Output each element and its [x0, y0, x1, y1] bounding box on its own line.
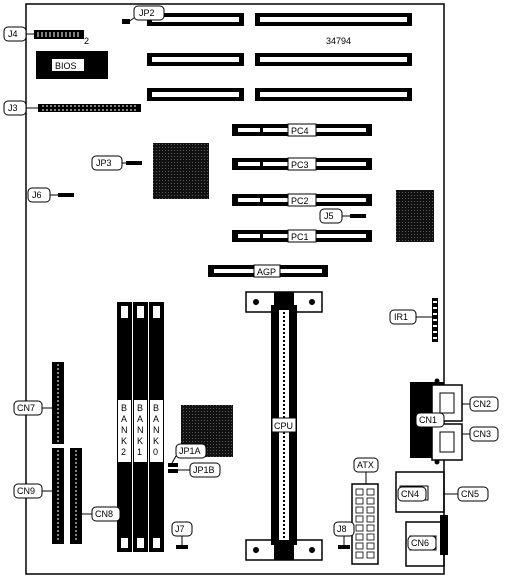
- jp2-jumper: [122, 19, 130, 24]
- svg-text:K: K: [137, 436, 143, 446]
- callout-j5: J5: [319, 208, 350, 224]
- callout-j3: J3: [3, 100, 38, 116]
- svg-text:CN9: CN9: [17, 486, 35, 496]
- board-outline: [25, 3, 445, 575]
- jp3-header: [126, 161, 142, 165]
- svg-text:A: A: [137, 414, 143, 424]
- svg-text:J4: J4: [8, 29, 18, 39]
- cn7-header: [52, 362, 64, 444]
- svg-text:J7: J7: [175, 524, 185, 534]
- callout-cn4: CN4: [397, 486, 427, 502]
- bank-1-label: B A N K 1: [137, 403, 144, 457]
- callout-cn2: CN2: [462, 396, 499, 412]
- svg-text:J8: J8: [337, 524, 347, 534]
- svg-text:2: 2: [121, 447, 126, 457]
- svg-text:K: K: [153, 436, 159, 446]
- callout-j4: J4: [3, 26, 34, 42]
- isa-slots: [147, 13, 412, 101]
- j3-connector: [38, 104, 141, 112]
- pci-slots: [232, 123, 372, 243]
- svg-text:N: N: [153, 425, 160, 435]
- svg-text:IR1: IR1: [394, 312, 408, 322]
- svg-text:JP3: JP3: [96, 158, 112, 168]
- svg-text:CN3: CN3: [473, 429, 491, 439]
- bank-0-label: B A N K 0: [153, 403, 160, 457]
- svg-text:CN1: CN1: [419, 415, 437, 425]
- svg-text:B: B: [153, 403, 159, 413]
- svg-text:J3: J3: [8, 103, 18, 113]
- svg-text:K: K: [121, 436, 127, 446]
- svg-text:CN2: CN2: [473, 399, 491, 409]
- cn4-port: [395, 471, 445, 513]
- callout-cn8: CN8: [82, 506, 121, 522]
- svg-text:N: N: [137, 425, 144, 435]
- cpu-label: CPU: [274, 421, 293, 431]
- svg-text:J6: J6: [32, 190, 42, 200]
- callout-cn1: CN1: [415, 412, 445, 428]
- callout-cn6: CN6: [407, 535, 437, 551]
- svg-text:CN7: CN7: [17, 403, 35, 413]
- svg-text:J5: J5: [324, 211, 334, 221]
- callout-j8: J8: [333, 521, 355, 545]
- callout-jp2: JP2: [127, 5, 165, 23]
- svg-text:A: A: [121, 414, 127, 424]
- callout-cn7: CN7: [13, 400, 52, 416]
- callout-ir1: IR1: [389, 309, 432, 325]
- j4-connector: [34, 30, 84, 39]
- svg-text:CN8: CN8: [95, 509, 113, 519]
- svg-text:JP1B: JP1B: [193, 465, 215, 475]
- dimm-banks: [117, 302, 164, 552]
- svg-text:1: 1: [137, 447, 142, 457]
- svg-text:CN5: CN5: [461, 489, 479, 499]
- callout-cn3: CN3: [462, 426, 499, 442]
- callout-jp3: JP3: [91, 155, 126, 171]
- bank-2-label: B A N K 2: [121, 403, 128, 457]
- pc2-label: PC2: [291, 196, 309, 206]
- pc3-label: PC3: [291, 160, 309, 170]
- chipset-north: [153, 143, 209, 199]
- j7-header: [176, 545, 188, 549]
- cpu-slot: [245, 291, 323, 561]
- j6-header: [58, 193, 74, 197]
- svg-text:JP1A: JP1A: [179, 446, 201, 456]
- svg-text:JP2: JP2: [139, 8, 155, 18]
- callout-cn5: CN5: [444, 486, 489, 502]
- jp1b-jumper: [168, 469, 178, 473]
- svg-text:A: A: [153, 414, 159, 424]
- svg-text:B: B: [137, 403, 143, 413]
- callout-j6: J6: [27, 187, 58, 203]
- svg-text:ATX: ATX: [357, 460, 374, 470]
- svg-text:N: N: [121, 425, 128, 435]
- j5-header: [350, 214, 366, 218]
- callout-cn9: CN9: [13, 483, 52, 499]
- bios-label: BIOS: [55, 61, 77, 71]
- chipset-secondary: [396, 190, 434, 242]
- part-number: 34794: [326, 36, 351, 46]
- callout-jp1b: JP1B: [178, 462, 221, 478]
- j4-pin-mark: 2: [84, 36, 89, 46]
- svg-text:CN6: CN6: [411, 538, 429, 548]
- svg-text:B: B: [121, 403, 127, 413]
- pc4-label: PC4: [291, 126, 309, 136]
- jp1a-jumper: [168, 463, 178, 467]
- callout-atx: ATX: [353, 457, 379, 484]
- callout-jp1a: JP1A: [171, 443, 207, 464]
- j8-header: [338, 545, 350, 549]
- callout-j7: J7: [171, 521, 193, 545]
- pc1-label: PC1: [291, 232, 309, 242]
- svg-text:0: 0: [153, 447, 158, 457]
- agp-label: AGP: [257, 267, 276, 277]
- svg-text:CN4: CN4: [401, 489, 419, 499]
